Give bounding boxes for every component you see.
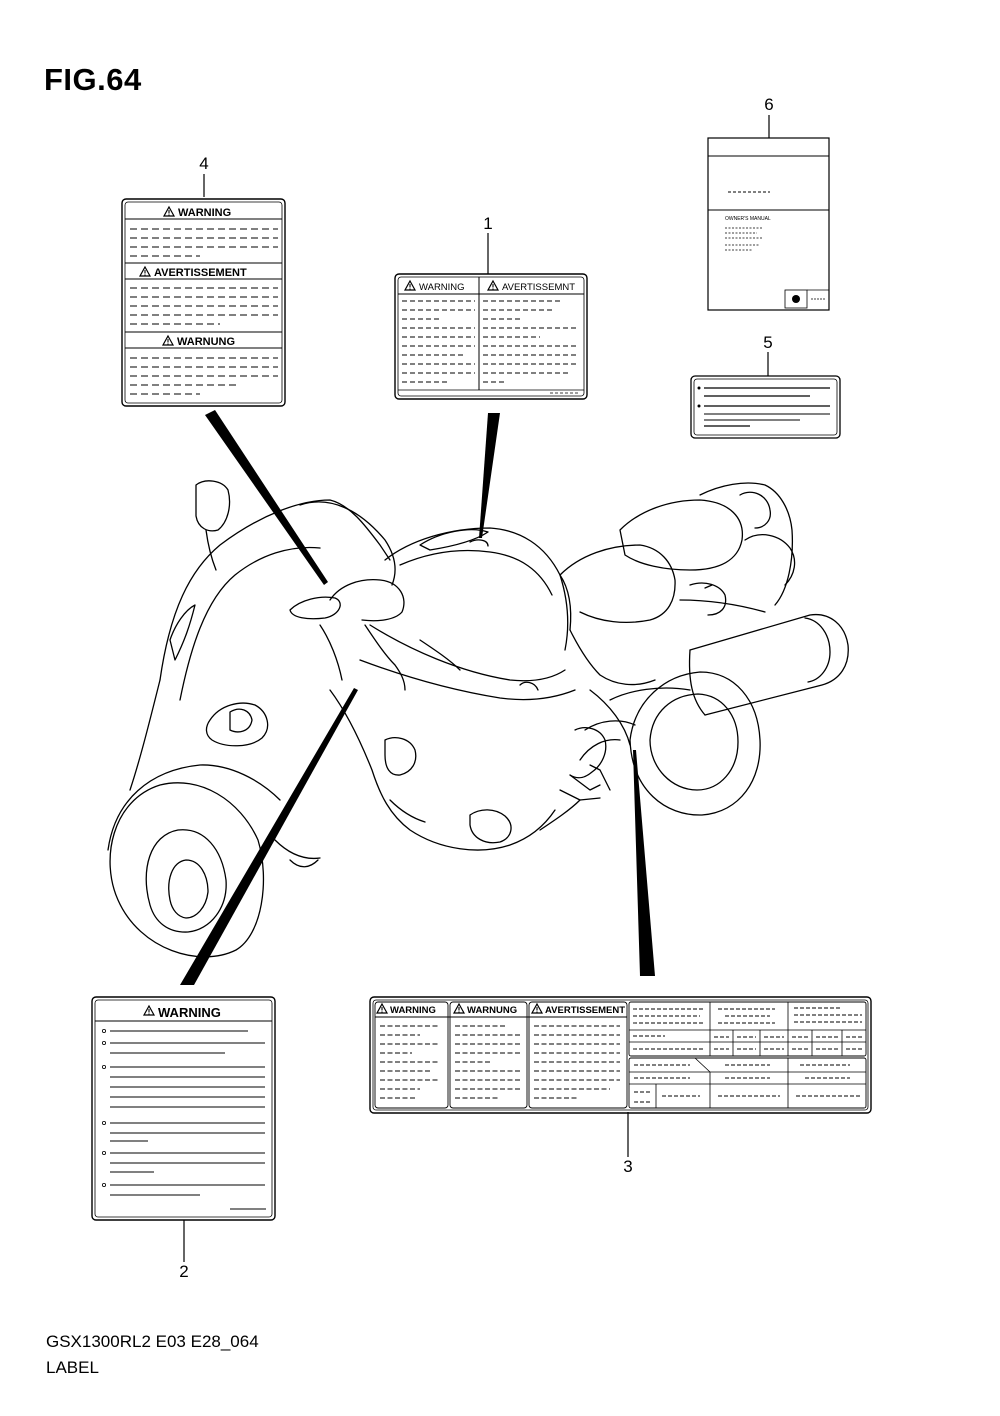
label-5-info-plate	[690, 375, 841, 439]
label-2-heading: WARNING	[158, 1005, 221, 1020]
label-4-heading-2: AVERTISSEMENT	[154, 267, 247, 279]
label-2-warning: WARNING	[91, 996, 276, 1221]
label-3-heading-1: WARNING	[390, 1005, 436, 1016]
callout-2: 2	[179, 1262, 189, 1281]
warning-triangle-icon	[376, 1003, 388, 1014]
warning-triangle-icon	[139, 266, 151, 277]
label-1-heading-left: WARNING	[419, 282, 465, 293]
label-3-heading-2: WARNUNG	[467, 1005, 517, 1016]
motorcycle-illustration	[107, 480, 849, 958]
brand-logo-icon	[792, 295, 800, 303]
label-3-heading-3: AVERTISSEMENT	[545, 1005, 625, 1016]
callout-3: 3	[623, 1157, 633, 1176]
callout-1: 1	[483, 214, 493, 233]
callout-6: 6	[764, 95, 774, 114]
model-code: GSX1300RL2 E03 E28_064	[46, 1332, 259, 1351]
warning-triangle-icon	[143, 1005, 155, 1016]
label-6-owners-manual: OWNER'S MANUAL	[707, 137, 830, 311]
callout-5: 5	[763, 333, 773, 352]
callout-leaders	[183, 115, 770, 1262]
section-name: LABEL	[46, 1358, 99, 1377]
warning-triangle-icon	[404, 280, 416, 291]
label-4-trilingual-warning: WARNING AVERTISSEMENT WARNUNG	[121, 198, 286, 407]
leader-wedges	[180, 410, 655, 985]
label-4-heading-3: WARNUNG	[177, 336, 235, 348]
warning-triangle-icon	[453, 1003, 465, 1014]
warning-triangle-icon	[163, 206, 175, 217]
label-6-cover-text: OWNER'S MANUAL	[725, 216, 771, 222]
warning-triangle-icon	[487, 280, 499, 291]
label-1-heading-right: AVERTISSEMNT	[502, 282, 575, 293]
warning-triangle-icon	[531, 1003, 543, 1014]
callout-4: 4	[199, 154, 209, 173]
figure-title: FIG.64	[44, 62, 142, 97]
warning-triangle-icon	[162, 335, 174, 346]
label-3-trilingual-spec-plate: WARNING WARNUNG AVERTISSEMENT	[369, 996, 872, 1114]
label-4-heading-1: WARNING	[178, 207, 231, 219]
label-1-bilingual-warning: WARNING AVERTISSEMNT	[394, 273, 588, 400]
